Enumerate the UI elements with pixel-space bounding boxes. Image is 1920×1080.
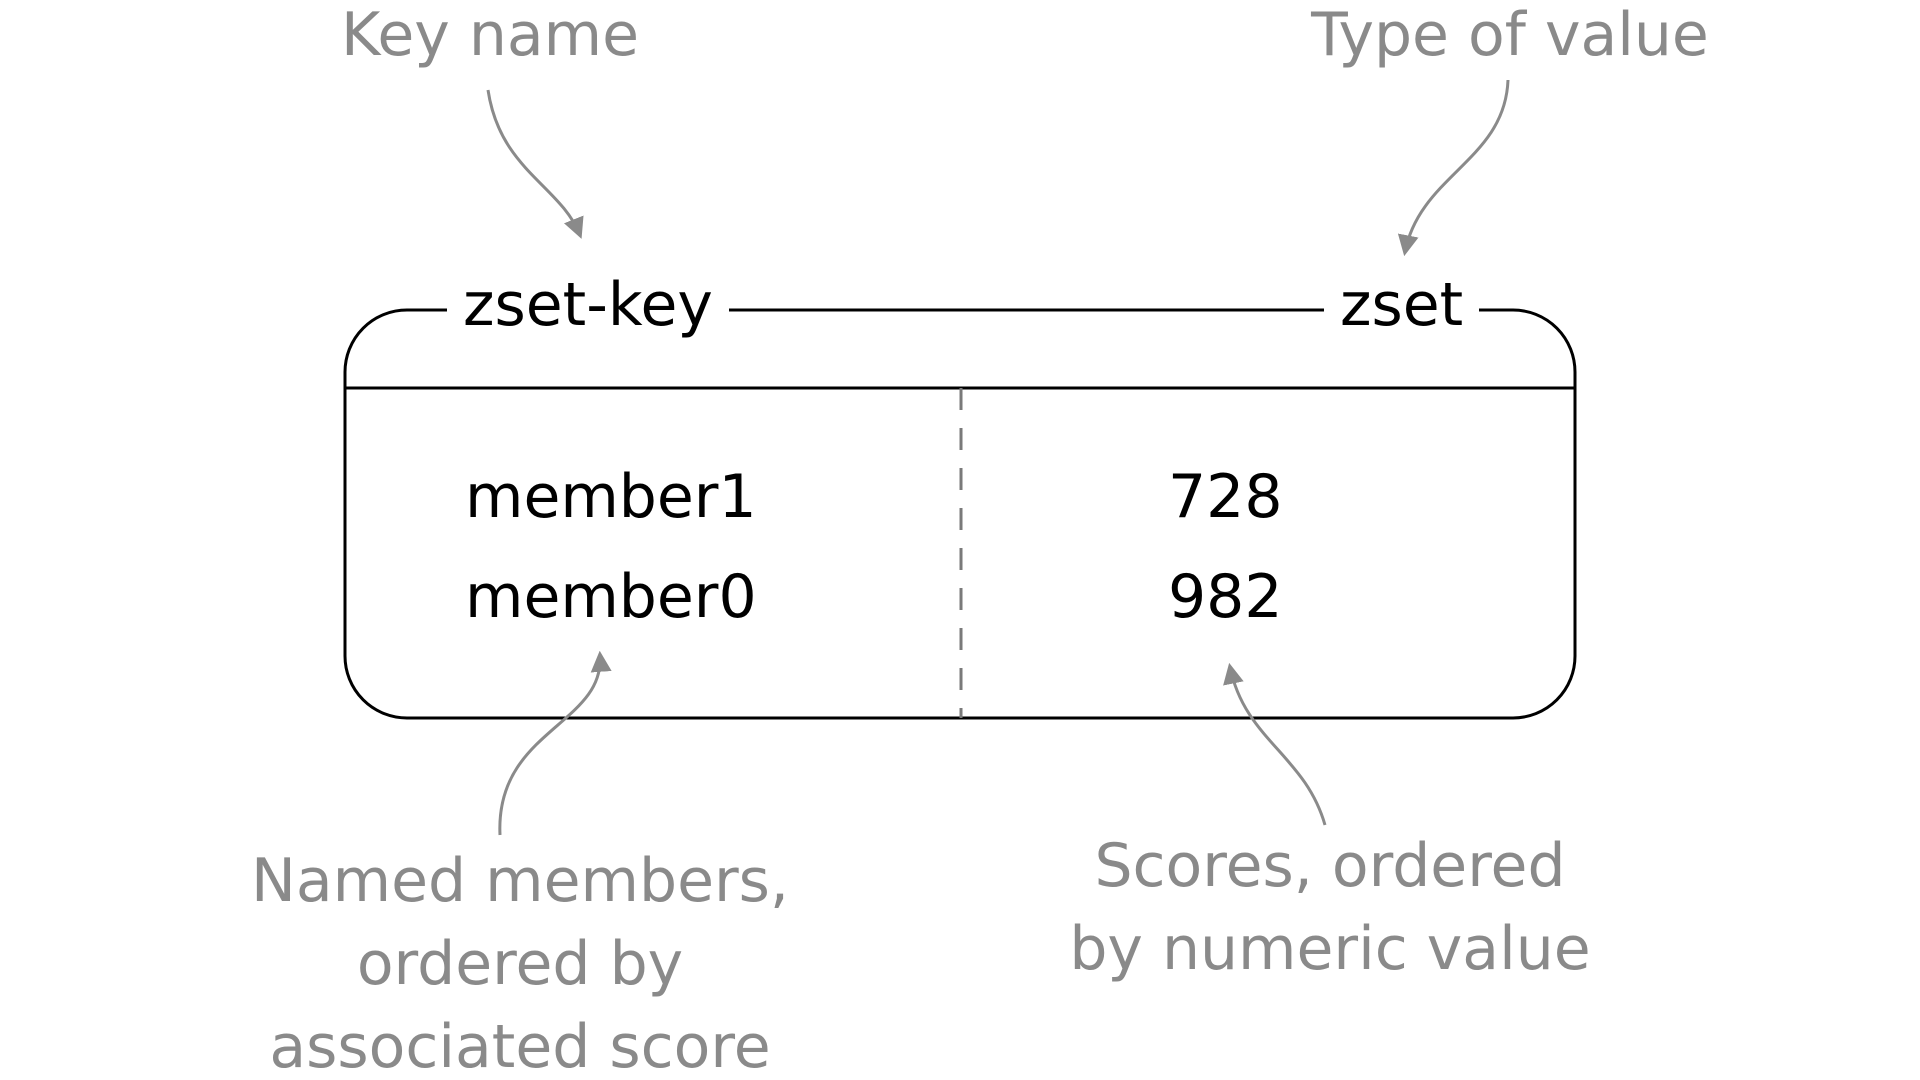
key-name-arrow [486, 89, 584, 239]
member-cell: member0 [465, 562, 757, 632]
members-arrow [498, 650, 612, 836]
member-cell: member1 [465, 462, 757, 532]
scores-annotation: Scores, ordered by numeric value [1069, 831, 1591, 984]
score-cell: 728 [1168, 462, 1283, 532]
members-annotation: Named members, ordered by associated sco… [251, 846, 789, 1080]
value-type-label: zset [1324, 270, 1480, 340]
key-name-label: zset-key [447, 270, 729, 340]
score-cell: 982 [1168, 562, 1283, 632]
value-type-arrow [1397, 79, 1510, 257]
key-name-annotation: Key name [340, 0, 639, 70]
value-type-annotation: Type of value [1311, 0, 1709, 70]
scores-arrow [1223, 662, 1327, 826]
